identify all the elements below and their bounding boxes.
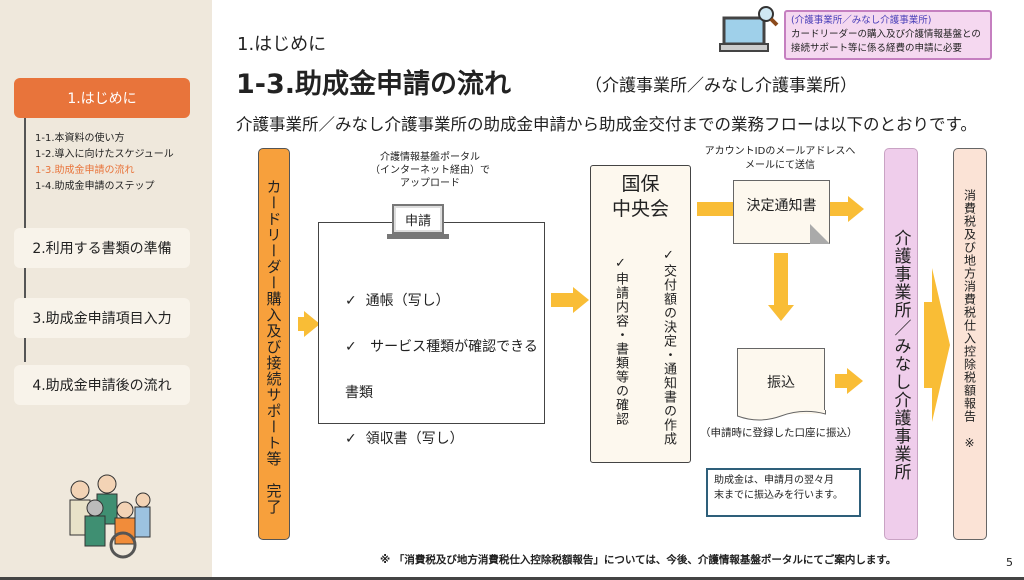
kokuho-title: 中央会 [611,198,669,220]
bottom-border [0,577,1024,580]
decision-notice-document: 決定通知書 [733,180,830,244]
laptop-icon: 申請 [392,204,444,234]
mail-note: アカウントIDのメールアドレスへ メールにて送信 [690,145,870,173]
check-icon: ✓ [345,339,357,355]
subitem-usage[interactable]: 1-1.本資料の使い方 [35,133,125,144]
arrow-down-icon [774,253,788,305]
page-title: 1-3.助成金申請の流れ [236,69,512,100]
office-bar: 介護事業所／みなし介護事業所 [884,148,918,540]
tax-report-label: 消費税及び地方消費税仕入控除税額報告 ※ [962,189,977,451]
check-item: ✓ サービス種類が確認できる書類 [345,324,544,416]
application-box: ✓ 通帳（写し） ✓ サービス種類が確認できる書類 ✓ 領収書（写し） [318,222,545,447]
nav-item-input[interactable]: 3.助成金申請項目入力 [14,298,190,338]
transfer-label: 振込 [767,374,795,391]
subitem-schedule[interactable]: 1-2.導入に向けたスケジュール [35,149,174,160]
arrow-right-icon [830,196,864,222]
nav-item-documents[interactable]: 2.利用する書類の準備 [14,228,190,268]
portal-note-line: アップロード [400,178,460,189]
sidebar: 1.はじめに 1-1.本資料の使い方 1-2.導入に向けたスケジュール 1-3.… [0,0,212,578]
subitem-steps[interactable]: 1-4.助成金申請のステップ [35,181,155,192]
callout-text: 接続サポート等に係る経費の申請に必要 [791,43,963,54]
arrow-shaft [697,202,735,216]
callout-heading: (介護事業所／みなし介護事業所) [791,15,932,26]
transfer-note: （申請時に登録した口座に振込） [700,427,858,439]
decision-notice-label: 決定通知書 [746,198,817,214]
document-wave [737,410,826,421]
kokuho-check-label: 申請内容・書類等の確認 [613,272,628,426]
office-bar-label: 介護事業所／みなし介護事業所 [890,229,911,481]
start-bar-label: カードリーダー購入及び接続サポート等 完了 [264,179,283,515]
apply-label: 申請 [396,208,440,230]
callout-box: (介護事業所／みなし介護事業所) カードリーダーの購入及び介護情報基盤との 接続… [784,10,992,60]
check-item: ✓ 通帳（写し） [345,278,544,324]
arrow-right-icon [835,368,863,394]
arrow-right-icon [298,311,320,337]
description: 介護事業所／みなし介護事業所の助成金申請から助成金交付までの業務フローは以下のと… [236,115,977,134]
nav-connector [24,338,26,362]
arrow-down-head [768,305,794,321]
nav-connector [24,118,26,228]
caregivers-illustration-icon [69,474,151,559]
nav-item-introduction[interactable]: 1.はじめに [14,78,190,118]
portal-note-line: （インターネット経由）で [370,165,490,176]
kokuho-check: ✓申請内容・書類等の確認 [613,256,628,426]
nav-connector [24,268,26,298]
laptop-base [387,234,449,239]
payment-note-line: 末までに振込みを行います。 [714,490,843,501]
subitem-flow[interactable]: 1-3.助成金申請の流れ [35,165,135,176]
check-icon: ✓ [345,293,357,309]
check-label: 通帳（写し） [365,293,450,309]
kokuho-check-label: 交付額の決定・通知書の作成 [661,264,676,446]
portal-note: 介護情報基盤ポータル （インターネット経由）で アップロード [330,151,530,190]
kokuho-title: 国保 [621,173,660,195]
mail-note-line: アカウントIDのメールアドレスへ [704,146,856,157]
laptop-search-icon [719,6,779,52]
payment-note-box: 助成金は、申請月の翌々月 末までに振込みを行います。 [706,468,861,517]
payment-note-line: 助成金は、申請月の翌々月 [714,475,834,486]
footnote: ※ 「消費税及び地方消費税仕入控除税額報告」については、今後、介護情報基盤ポータ… [380,554,897,566]
check-label: サービス種類が確認できる書類 [345,339,538,401]
section-label: 1.はじめに [237,34,327,55]
kokuho-box: 国保 中央会 ✓交付額の決定・通知書の作成 ✓申請内容・書類等の確認 [590,165,691,463]
mail-note-line: メールにて送信 [745,160,815,171]
callout-text: カードリーダーの購入及び介護情報基盤との [791,29,981,40]
page-subtitle: （介護事業所／みなし介護事業所） [585,76,857,96]
check-icon: ✓ [345,431,357,447]
portal-note-line: 介護情報基盤ポータル [380,152,480,163]
page-curl-icon [810,224,830,244]
check-item: ✓ 領収書（写し） [345,416,544,462]
transfer-document: 振込 [737,348,825,414]
big-arrow-right-icon [924,268,950,422]
check-label: 領収書（写し） [365,431,464,447]
tax-report-bar: 消費税及び地方消費税仕入控除税額報告 ※ [953,148,987,540]
start-bar: カードリーダー購入及び接続サポート等 完了 [258,148,290,540]
arrow-right-icon [551,287,589,313]
kokuho-check: ✓交付額の決定・通知書の作成 [661,248,676,446]
nav-item-after[interactable]: 4.助成金申請後の流れ [14,365,190,405]
page-number: 5 [1006,556,1013,569]
